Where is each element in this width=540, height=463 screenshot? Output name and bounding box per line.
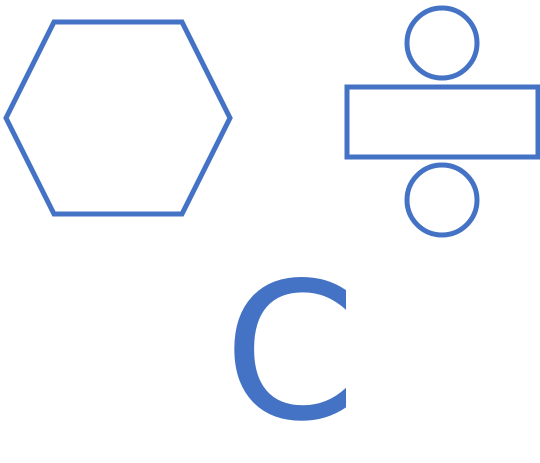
diagram-canvas <box>3 5 540 238</box>
division-symbol <box>344 5 540 238</box>
division-bar <box>344 84 540 160</box>
division-bottom-circle <box>404 162 480 238</box>
letter-c: C <box>223 242 357 463</box>
hexagon-shape <box>3 19 233 217</box>
division-top-circle <box>404 5 480 81</box>
